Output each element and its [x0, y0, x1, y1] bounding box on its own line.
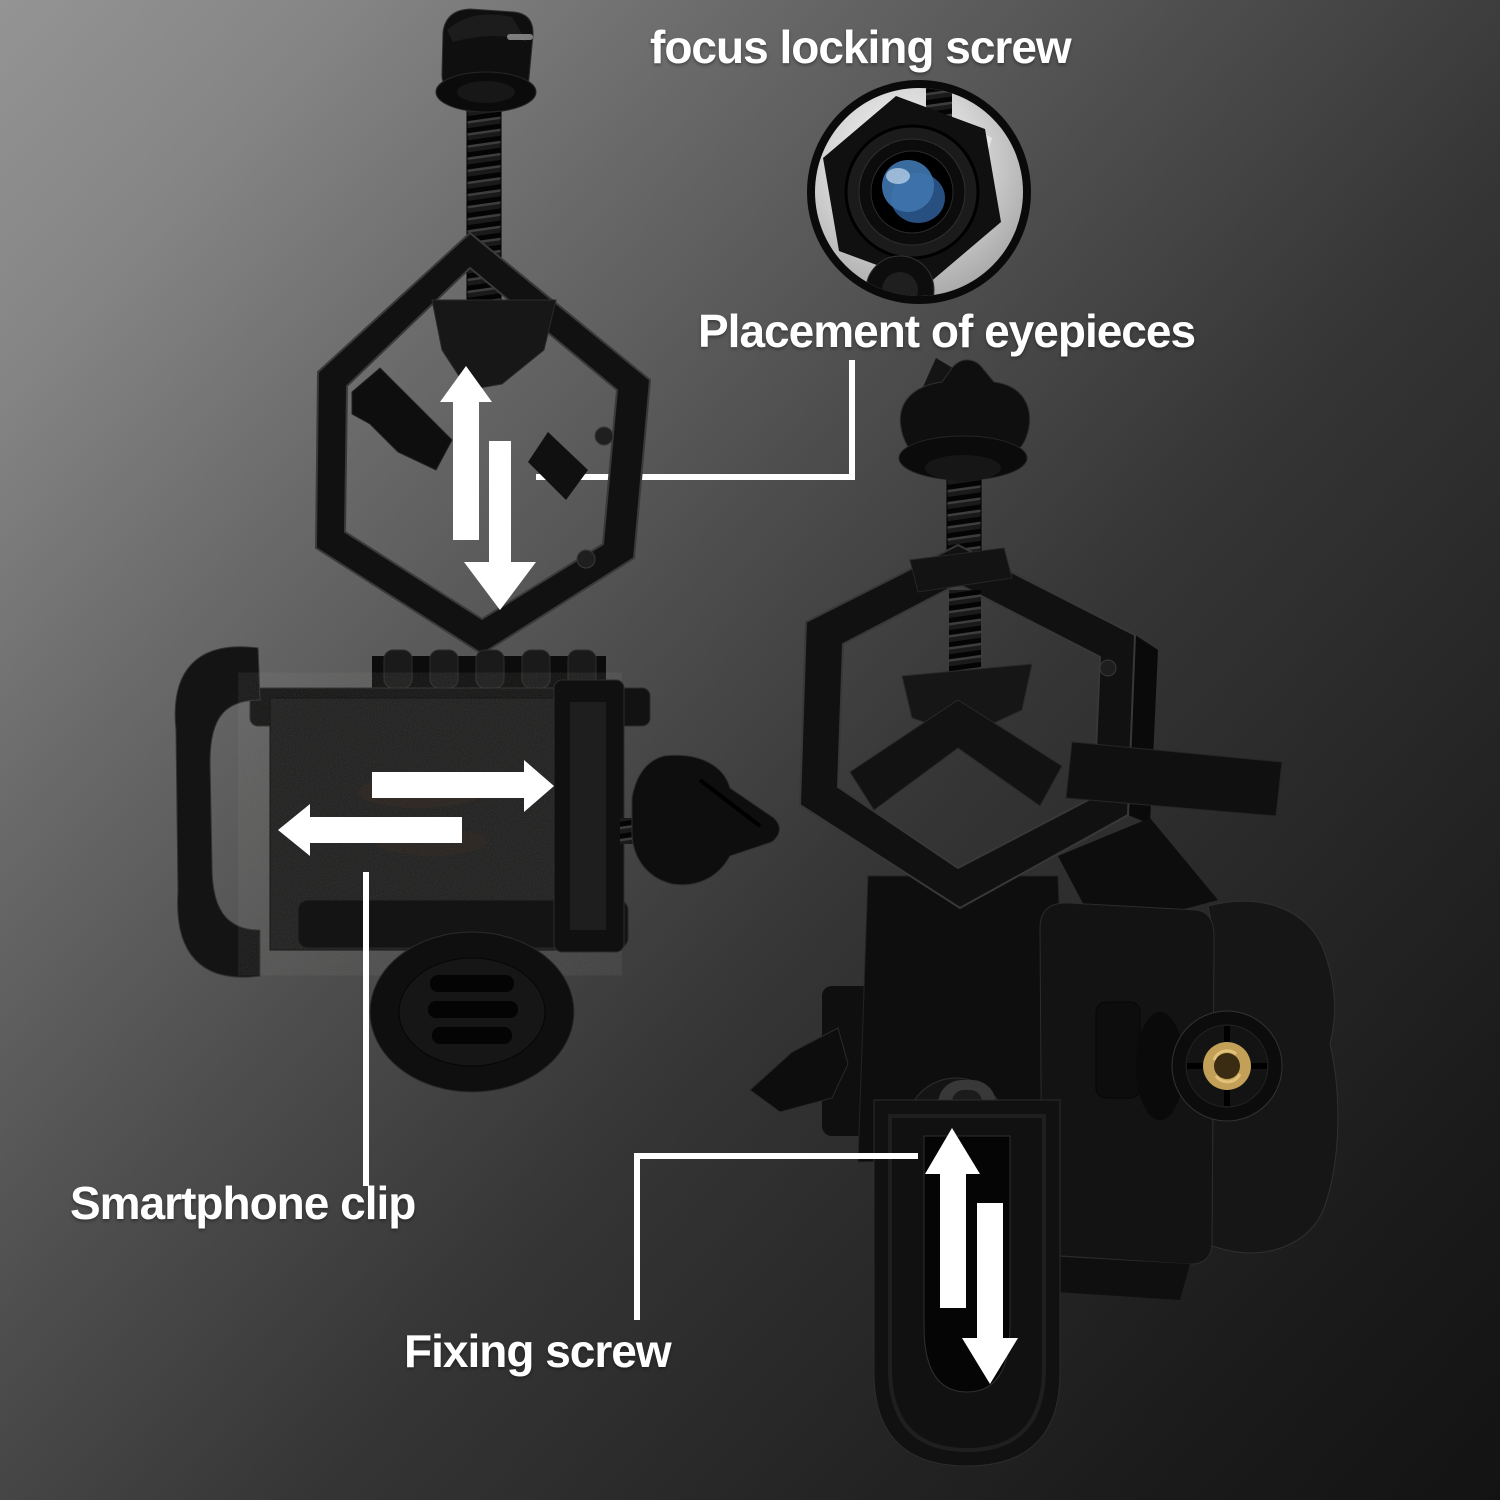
screw-collar [909, 547, 1013, 593]
clip-expand-left-arrow [278, 804, 462, 856]
adapter-three-quarter-view [749, 358, 1339, 1467]
eyepiece-clamp-hexagon-2 [798, 543, 1137, 910]
clip-expand-right-arrow [372, 760, 554, 812]
inset-lens-highlight [886, 168, 910, 184]
hinge-bolt-upper-2 [1099, 659, 1117, 677]
adapter-front-view [174, 8, 780, 1093]
inset-lower-ring-inner [882, 272, 918, 296]
inset-photo-content [823, 88, 1001, 296]
fixing-screw-down-arrow [962, 1203, 1018, 1384]
clamp-hinge-cylinder [1136, 1012, 1184, 1120]
tripod-thread-spiral [1212, 1049, 1242, 1084]
phone-clamp-connector [1058, 818, 1218, 932]
tripod-mount-spokes [1187, 1026, 1267, 1106]
hinge-bolt-upper [594, 426, 614, 446]
eyepiece-clamp-down-arrow [464, 441, 536, 610]
tension-knob-ridge [698, 778, 762, 828]
eyepiece-clamp-up-arrow [440, 366, 492, 540]
serrated-grip-pad-left [351, 367, 453, 471]
knob-collar-inner [457, 81, 515, 103]
fixing-screw-label: Fixing screw [404, 1325, 672, 1377]
clamp-lower-flange [1046, 1256, 1190, 1300]
ratchet-slots [428, 975, 518, 1044]
inset-lens [882, 160, 934, 212]
smartphone-clip-label: Smartphone clip [70, 1177, 416, 1229]
clamp-cutout [1095, 1001, 1141, 1099]
wing-knob-collar [925, 455, 1001, 481]
eyepiece-pusher-block [431, 299, 557, 391]
tripod-thread-hole [1214, 1053, 1240, 1079]
clamp-spike [749, 1027, 849, 1113]
clip-left-jaw [174, 646, 261, 978]
eyepiece-closeup-inset [807, 80, 1031, 304]
paddle-groove [888, 1114, 1046, 1453]
placement-of-eyepieces-label: Placement of eyepieces [698, 305, 1196, 357]
tension-knob-cone [631, 754, 780, 886]
grip-pad-right [528, 432, 588, 500]
motion-arrows [278, 366, 1018, 1384]
hinge-bolt-lower [576, 549, 596, 569]
fixing-screw-up-arrow [925, 1128, 980, 1308]
locking-screw-knob-top [447, 14, 527, 43]
phone-clamp-upper-jaw [1065, 741, 1283, 817]
placement-callout-line [536, 360, 855, 480]
clip-right-slot [570, 702, 606, 930]
focus-locking-screw-label: focus locking screw [650, 21, 1072, 73]
knob-slot-highlight [507, 34, 533, 40]
inner-clamp-bar [849, 699, 1063, 811]
placement-of-eyepieces-callout [536, 360, 855, 480]
fixing-screw-callout-line [634, 1153, 918, 1320]
